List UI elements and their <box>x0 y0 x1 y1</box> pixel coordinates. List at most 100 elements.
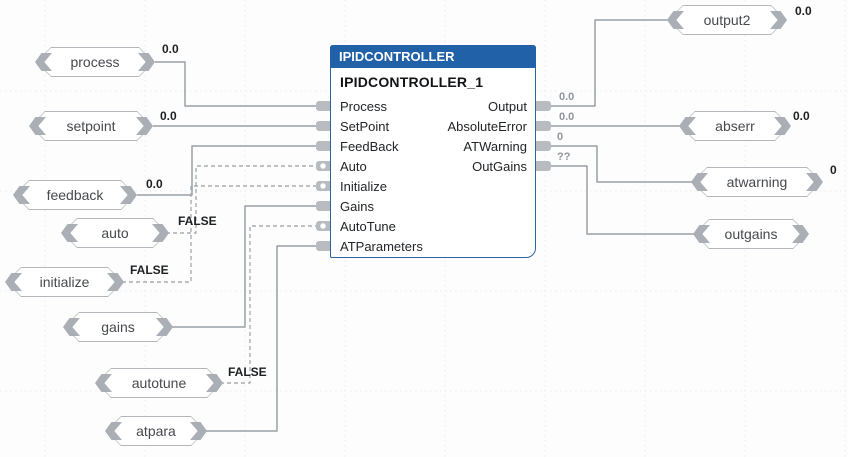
tag-shape-fill <box>15 181 135 209</box>
tag-gains[interactable]: gains <box>63 312 173 342</box>
value-initialize: FALSE <box>130 263 169 277</box>
bool-dot-autotune <box>320 223 326 229</box>
input-label-atparameters: ATParameters <box>340 239 423 254</box>
tag-auto[interactable]: auto <box>61 218 169 248</box>
input-label-setpoint: SetPoint <box>340 119 390 134</box>
tag-autotune[interactable]: autotune <box>95 368 223 398</box>
input-label-autotune: AutoTune <box>340 219 396 234</box>
tag-output2[interactable]: output2 <box>667 5 787 35</box>
tag-label: outgains <box>724 226 778 242</box>
tag-setpoint[interactable]: setpoint <box>29 111 153 141</box>
tag-shape-fill <box>7 268 122 296</box>
input-label-auto: Auto <box>340 159 367 174</box>
tag-label: atwarning <box>726 174 788 190</box>
tag-label: feedback <box>46 187 104 203</box>
tag-label: abserr <box>715 118 755 134</box>
tag-shape-fill <box>669 6 785 34</box>
bool-dot-initialize <box>320 183 326 189</box>
wire-process[interactable] <box>155 61 336 107</box>
tag-shape-fill <box>37 48 153 76</box>
wire-output2[interactable] <box>545 19 670 107</box>
pin-value-absoluteerror: 0.0 <box>559 111 575 123</box>
arrow-left-icon <box>667 11 684 29</box>
pin-output <box>534 101 551 111</box>
output-label-atwarning: ATWarning <box>463 139 527 154</box>
arrow-left-icon <box>679 117 696 135</box>
input-label-process: Process <box>340 99 387 114</box>
value-feedback: 0.0 <box>146 177 163 191</box>
arrow-left-icon <box>13 186 30 204</box>
arrow-right-icon <box>136 117 153 135</box>
output-label-absoluteerror: AbsoluteError <box>447 119 527 134</box>
arrow-left-icon <box>63 318 80 336</box>
pin-gains <box>316 201 332 211</box>
arrow-right-icon <box>770 11 787 29</box>
arrow-left-icon <box>105 422 122 440</box>
input-label-feedback: FeedBack <box>340 139 399 154</box>
tag-label: atpara <box>136 423 176 439</box>
value-setpoint: 0.0 <box>160 109 177 123</box>
arrow-left-icon <box>693 225 710 243</box>
tag-outgains[interactable]: outgains <box>693 219 809 249</box>
arrow-right-icon <box>107 273 124 291</box>
value-autotune: FALSE <box>228 365 267 379</box>
value-abserr: 0.0 <box>793 109 810 123</box>
block-instance-name: IPIDCONTROLLER_1 <box>340 74 484 90</box>
tag-label: output2 <box>703 12 751 28</box>
arrow-left-icon <box>691 173 708 191</box>
tag-initialize[interactable]: initialize <box>5 267 124 297</box>
output-label-output: Output <box>487 99 527 114</box>
block-type-header: IPIDCONTROLLER <box>330 45 536 68</box>
tag-atwarning[interactable]: atwarning <box>691 167 823 197</box>
input-label-gains: Gains <box>340 199 374 214</box>
ipidcontroller-block[interactable]: IPIDCONTROLLER IPIDCONTROLLER_1 Process … <box>330 45 536 258</box>
tag-label: initialize <box>39 274 90 290</box>
wire-autotune[interactable] <box>220 225 336 384</box>
pin-setpoint <box>316 121 332 131</box>
tag-label: autotune <box>131 375 187 391</box>
arrow-right-icon <box>206 374 223 392</box>
arrow-right-icon <box>190 422 207 440</box>
arrow-left-icon <box>5 273 22 291</box>
arrow-right-icon <box>806 173 823 191</box>
wire-feedback[interactable] <box>137 145 336 196</box>
arrow-right-icon <box>792 225 809 243</box>
tag-shape-fill <box>65 313 171 341</box>
bool-dot-auto <box>320 163 326 169</box>
value-auto: FALSE <box>178 214 217 228</box>
value-atwarning: 0 <box>830 163 837 177</box>
arrow-right-icon <box>152 224 169 242</box>
arrow-left-icon <box>61 224 78 242</box>
tag-shape-fill <box>107 417 205 445</box>
tag-label: setpoint <box>66 118 116 134</box>
pin-feedback <box>316 141 332 151</box>
tag-label: process <box>70 54 120 70</box>
pin-atparameters <box>316 241 332 251</box>
wire-atwarning[interactable] <box>545 145 694 183</box>
tag-shape-fill <box>63 219 167 247</box>
value-output2: 0.0 <box>795 4 812 18</box>
tag-atpara[interactable]: atpara <box>105 416 207 446</box>
wire-auto[interactable] <box>166 165 336 234</box>
tag-shape-fill <box>31 112 151 140</box>
pin-value-outgains: ?? <box>557 151 571 163</box>
wire-outgains[interactable] <box>545 165 696 235</box>
arrow-left-icon <box>35 53 52 71</box>
arrow-left-icon <box>95 374 112 392</box>
tag-shape-fill <box>695 220 807 248</box>
tag-abserr[interactable]: abserr <box>679 111 791 141</box>
arrow-right-icon <box>774 117 791 135</box>
tag-process[interactable]: process <box>35 47 155 77</box>
arrow-right-icon <box>138 53 155 71</box>
tag-shape-fill <box>693 168 821 196</box>
tag-shape-fill <box>681 112 789 140</box>
input-label-initialize: Initialize <box>340 179 387 194</box>
tag-feedback[interactable]: feedback <box>13 180 137 210</box>
tag-label: gains <box>101 319 135 335</box>
wire-atpara[interactable] <box>206 245 336 432</box>
wire-gains[interactable] <box>172 205 336 328</box>
tag-label: auto <box>101 225 129 241</box>
output-label-outgains: OutGains <box>472 159 527 174</box>
